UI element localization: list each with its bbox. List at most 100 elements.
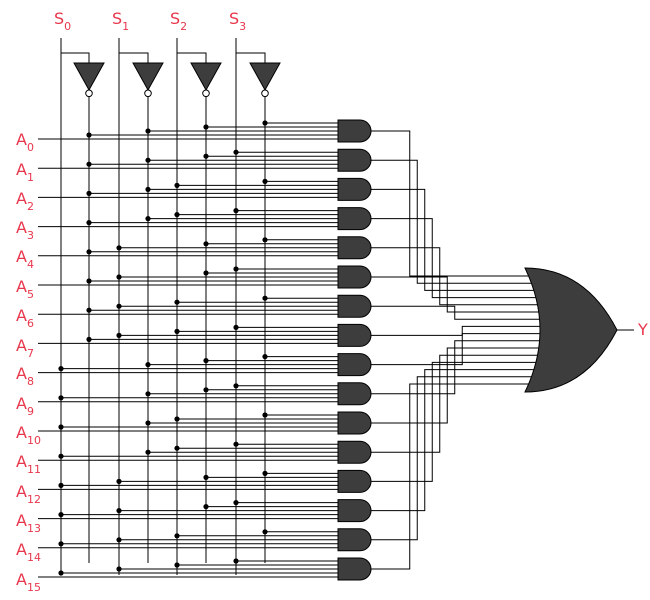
junction-dot <box>86 278 92 284</box>
input-label-a10: A10 <box>16 423 41 447</box>
or-input-11 <box>371 354 550 453</box>
or-input-1 <box>371 159 537 284</box>
or-input-13 <box>371 369 542 512</box>
and-gate-4 <box>337 236 372 260</box>
junction-dot <box>233 441 239 447</box>
junction-dot <box>58 570 64 576</box>
inversion-bubble-icon <box>85 89 93 98</box>
and-gate-10 <box>337 411 372 435</box>
input-label-a6: A6 <box>16 306 34 330</box>
junction-dot <box>174 416 180 422</box>
junction-dot <box>174 212 180 218</box>
junction-dot <box>262 470 268 476</box>
or-input-10 <box>371 347 552 424</box>
junction-dot <box>262 354 268 360</box>
junction-dot <box>262 412 268 418</box>
junction-dot <box>233 500 239 506</box>
wire-network <box>38 38 634 578</box>
inverter-feed-s2 <box>177 52 207 63</box>
output-label-y: Y <box>637 320 648 339</box>
or-input-7 <box>371 325 555 336</box>
inversion-bubble-icon <box>261 89 269 98</box>
junction-dot <box>203 241 209 247</box>
junction-dot <box>58 541 64 547</box>
input-label-a12: A12 <box>16 482 41 506</box>
junction-dot <box>203 387 209 393</box>
junction-dot <box>58 511 64 518</box>
junction-dot <box>262 295 268 301</box>
junction-dot <box>116 566 122 572</box>
input-label-a0: A0 <box>16 130 34 154</box>
junction-dot <box>86 161 92 167</box>
junction-dot <box>116 274 122 280</box>
junction-dot <box>145 449 151 455</box>
not-gate-s2 <box>190 62 222 92</box>
or-input-14 <box>371 376 537 541</box>
junction-dot <box>203 358 209 364</box>
or-input-15 <box>371 383 532 570</box>
and-gate-13 <box>337 499 372 523</box>
or-input-12 <box>371 361 546 482</box>
and-gate-11 <box>337 440 372 464</box>
junction-dot <box>86 190 92 196</box>
and-gate-15 <box>337 557 372 581</box>
or-input-5 <box>371 276 552 313</box>
junction-dot <box>233 149 239 155</box>
input-label-a2: A2 <box>16 189 34 213</box>
input-label-a1: A1 <box>16 160 34 184</box>
or-input-4 <box>371 247 550 306</box>
junction-dot <box>86 307 92 313</box>
junction-dot <box>174 533 180 539</box>
junction-dot <box>116 245 122 251</box>
junction-dot <box>262 178 268 184</box>
junction-dot <box>58 453 64 459</box>
inverter-feed-s0 <box>61 52 90 63</box>
junction-dot <box>203 153 209 159</box>
input-label-a7: A7 <box>16 336 34 360</box>
junction-dot <box>203 124 209 130</box>
inverter-feed-s1 <box>119 52 149 63</box>
or-input-0 <box>371 130 532 277</box>
input-label-a4: A4 <box>16 247 34 271</box>
junction-dot <box>116 508 122 514</box>
input-label-a15: A15 <box>16 570 41 594</box>
and-gate-7 <box>337 323 372 347</box>
input-label-a3: A3 <box>16 218 34 242</box>
junction-dot <box>203 504 209 510</box>
junction-dot <box>233 383 239 389</box>
junction-dot <box>116 537 122 543</box>
junction-dot <box>262 120 268 126</box>
junction-dot <box>116 478 122 484</box>
junction-dot <box>145 362 151 368</box>
junction-dots <box>58 120 268 576</box>
select-label-s2: S2 <box>170 9 187 33</box>
junction-dot <box>86 336 92 342</box>
junction-dot <box>262 237 268 243</box>
not-gate-s3 <box>249 62 281 92</box>
junction-dot <box>86 132 92 138</box>
input-label-a5: A5 <box>16 277 34 301</box>
and-gate-9 <box>337 382 372 406</box>
junction-dot <box>145 128 151 134</box>
or-input-8 <box>371 333 555 366</box>
input-label-a11: A11 <box>16 452 41 476</box>
and-gate-8 <box>337 353 372 377</box>
and-gate-14 <box>337 528 372 552</box>
junction-dot <box>86 220 92 226</box>
junction-dot <box>233 266 239 272</box>
junction-dot <box>174 445 180 451</box>
junction-dot <box>174 299 180 305</box>
select-label-s0: S0 <box>54 9 71 33</box>
junction-dot <box>233 558 239 564</box>
input-label-a8: A8 <box>16 364 34 388</box>
junction-dot <box>203 474 209 480</box>
junction-dot <box>203 270 209 276</box>
junction-dot <box>145 420 151 426</box>
junction-dot <box>58 482 64 488</box>
input-label-a13: A13 <box>16 511 41 535</box>
junction-dot <box>233 208 239 214</box>
junction-dot <box>262 529 268 535</box>
or-input-6 <box>371 305 554 320</box>
junction-dot <box>116 332 122 338</box>
